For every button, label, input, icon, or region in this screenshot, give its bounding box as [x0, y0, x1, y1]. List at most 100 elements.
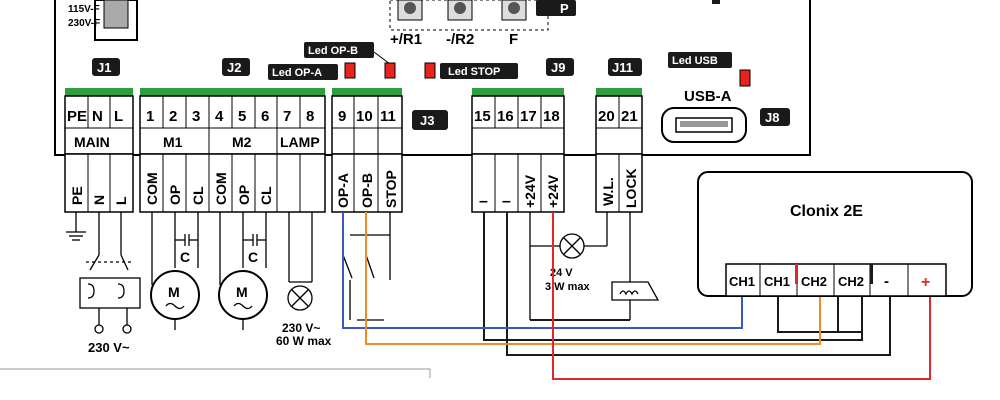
buttons-area: [389, 0, 549, 31]
function-wl: W.L.: [600, 177, 616, 206]
group-main: MAIN: [74, 134, 110, 150]
svg-text:Led STOP: Led STOP: [448, 66, 500, 78]
warning-light-rating-2: 3 W max: [545, 281, 591, 293]
function-labels-main: PE N L: [64, 153, 134, 213]
terminal-1: 1: [146, 108, 154, 125]
lamp-rating-1: 230 V~: [282, 321, 320, 335]
capacitor-1-label: C: [180, 249, 190, 265]
voltage-label-230: 230V-F: [68, 18, 100, 29]
connector-j11: J11 20 21: [595, 58, 643, 155]
svg-text:Led OP-B: Led OP-B: [308, 45, 358, 57]
function-op-m1: OP: [167, 185, 183, 205]
usb-connector-j8: USB-A J8: [661, 88, 790, 143]
function-op-a: OP-A: [335, 173, 351, 208]
svg-text:Led OP-A: Led OP-A: [272, 67, 322, 79]
led-op-a: Led OP-A: [268, 62, 356, 80]
receiver-title: Clonix 2E: [790, 203, 863, 220]
receiver-clonix-2e: Clonix 2E CH1 CH1 CH2 CH2 - +: [697, 171, 973, 297]
terminal-4: 4: [215, 108, 224, 125]
terminal-n: N: [92, 108, 103, 125]
group-lamp: LAMP: [280, 134, 320, 150]
button-f[interactable]: [501, 0, 527, 21]
j9-tag: J9: [551, 60, 565, 75]
usb-a-label: USB-A: [684, 88, 732, 105]
function-minus-16: –: [502, 193, 511, 210]
ground-bus-wires: [483, 212, 891, 356]
connector-j9: J9 15 16 17 18: [471, 58, 574, 155]
p-tag-label: P: [560, 1, 569, 16]
motor-2-wiring: [218, 212, 268, 330]
voltage-selector: [94, 0, 138, 41]
terminal-21: 21: [621, 108, 638, 125]
terminal-2: 2: [169, 108, 177, 125]
terminal-17: 17: [520, 108, 537, 125]
capacitor-2-label: C: [248, 249, 258, 265]
function-op-m2: OP: [236, 185, 252, 205]
terminal-18: 18: [543, 108, 560, 125]
group-m2: M2: [232, 134, 252, 150]
function-com-m1: COM: [144, 172, 160, 205]
terminal-l: L: [114, 108, 123, 125]
terminal-8: 8: [306, 108, 314, 125]
wire-blue: [342, 212, 743, 329]
lamp-wiring: [287, 212, 313, 311]
j2-tag: J2: [227, 60, 241, 75]
function-labels-inputs: OP-A OP-B STOP: [331, 153, 403, 213]
function-cl-m1: CL: [190, 186, 206, 205]
terminal-7: 7: [283, 108, 291, 125]
wire-red: [552, 212, 931, 380]
voltage-label-115: 115V-F: [68, 4, 100, 15]
button-r1-label: +/R1: [390, 31, 422, 48]
receiver-terminal-ch2-b: CH2: [838, 274, 864, 289]
led-op-b: Led OP-B: [304, 42, 396, 79]
receiver-terminal-plus: +: [921, 274, 930, 291]
led-stop: Led STOP: [424, 62, 518, 79]
function-com-m2: COM: [213, 172, 229, 205]
motor-2-label: M: [236, 284, 248, 300]
function-cl-m2: CL: [258, 186, 274, 205]
wire-orange: [365, 212, 821, 345]
lamp-rating-2: 60 W max: [276, 334, 332, 348]
receiver-terminal-ch1-a: CH1: [729, 274, 755, 289]
warning-light-rating-1: 24 V: [550, 267, 573, 279]
voltage-selector-switch: [103, 0, 129, 29]
function-op-b: OP-B: [359, 173, 375, 208]
motor-1-label: M: [168, 284, 180, 300]
connector-j3: J3 9 10 11: [331, 88, 448, 155]
function-pe: PE: [69, 186, 85, 205]
led-usb: Led USB: [668, 52, 751, 87]
button-r2-label: -/R2: [446, 31, 474, 48]
motor-1-wiring: [150, 212, 200, 330]
terminal-9: 9: [338, 108, 346, 125]
svg-text:Led USB: Led USB: [672, 55, 718, 67]
button-f-label: F: [509, 31, 518, 48]
terminal-11: 11: [380, 108, 396, 125]
function-lock: LOCK: [623, 168, 639, 208]
terminal-pe: PE: [67, 108, 87, 125]
receiver-terminal-minus: -: [884, 273, 889, 290]
terminal-15: 15: [474, 108, 491, 125]
warning-light: [529, 212, 608, 320]
terminal-20: 20: [598, 108, 615, 125]
receiver-terminal-ch1-b: CH1: [764, 274, 790, 289]
function-labels-power: – – +24V +24V: [471, 153, 565, 213]
terminal-5: 5: [238, 108, 246, 125]
terminal-10: 10: [356, 108, 373, 125]
terminal-6: 6: [261, 108, 269, 125]
connector-j1: J1 PE N L MAIN: [64, 58, 134, 155]
function-labels-aux: W.L. LOCK: [595, 153, 643, 213]
button-r1[interactable]: [397, 0, 423, 21]
group-m1: M1: [163, 134, 183, 150]
function-labels-motors: COM OP CL COM OP CL: [139, 153, 326, 213]
function-l: L: [113, 196, 129, 205]
function-stop: STOP: [383, 170, 399, 208]
indicator-mark: [712, 0, 720, 4]
j11-tag: J11: [612, 60, 633, 75]
j8-tag: J8: [765, 110, 779, 125]
button-r2[interactable]: [447, 0, 473, 21]
electric-lock: [611, 212, 660, 320]
control-board-outline: [54, 0, 811, 156]
function-n: N: [91, 195, 107, 205]
j3-tag: J3: [420, 113, 434, 128]
